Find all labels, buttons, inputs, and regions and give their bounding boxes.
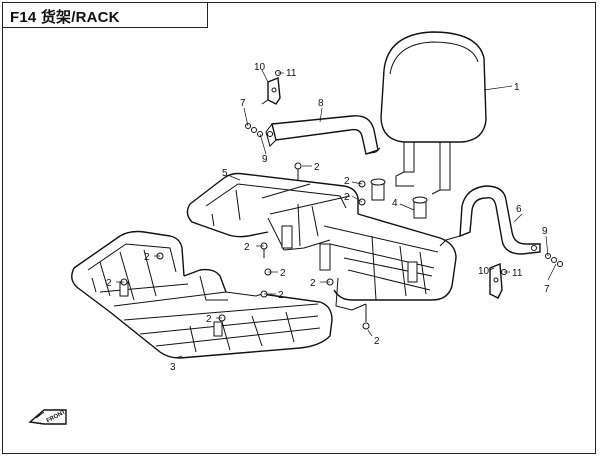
callout-7: 7: [544, 284, 550, 295]
callout-1: 1: [514, 82, 520, 93]
diagram-title: F14 货架/RACK: [10, 9, 120, 26]
callout-9: 9: [542, 226, 548, 237]
callout-2: 2: [344, 192, 350, 203]
callout-2: 2: [314, 162, 320, 173]
callout-7: 7: [240, 98, 246, 109]
callout-labels: 1 2 2 2 2 2 2 2 2 2 2 2 3 4 5 6 7 7 8 9 …: [106, 62, 550, 373]
front-direction-arrow: FRONT: [28, 409, 67, 425]
callout-5: 5: [222, 168, 228, 179]
leader-lines: [116, 69, 557, 359]
callout-6: 6: [516, 204, 522, 215]
callout-9: 9: [262, 154, 268, 165]
callout-2: 2: [310, 278, 316, 289]
callout-2: 2: [374, 336, 380, 347]
clip-upper-part: [261, 77, 281, 105]
drawing-frame: [2, 2, 596, 454]
rear-rack-part: [186, 172, 457, 322]
bracket-right-part: [439, 185, 541, 255]
bracket-left-part: [265, 115, 381, 155]
callout-8: 8: [318, 98, 324, 109]
callout-4: 4: [392, 198, 398, 209]
callout-2: 2: [344, 176, 350, 187]
backrest-part: [380, 31, 487, 195]
callout-2: 2: [144, 252, 150, 263]
callout-2: 2: [244, 242, 250, 253]
front-arrow-label: FRONT: [46, 409, 67, 424]
title-block: F14 货架/RACK: [2, 2, 208, 28]
callout-2: 2: [280, 268, 286, 279]
callout-11: 11: [286, 68, 297, 79]
callout-2: 2: [206, 314, 212, 325]
callout-10: 10: [478, 266, 490, 277]
clip-lower-part: [489, 262, 503, 299]
bushing-parts: [370, 178, 428, 219]
callout-10: 10: [254, 62, 266, 73]
front-rack-part: [71, 230, 333, 359]
callout-3: 3: [170, 362, 176, 373]
callout-11: 11: [512, 268, 523, 279]
callout-2: 2: [278, 290, 284, 301]
callout-2: 2: [106, 278, 112, 289]
